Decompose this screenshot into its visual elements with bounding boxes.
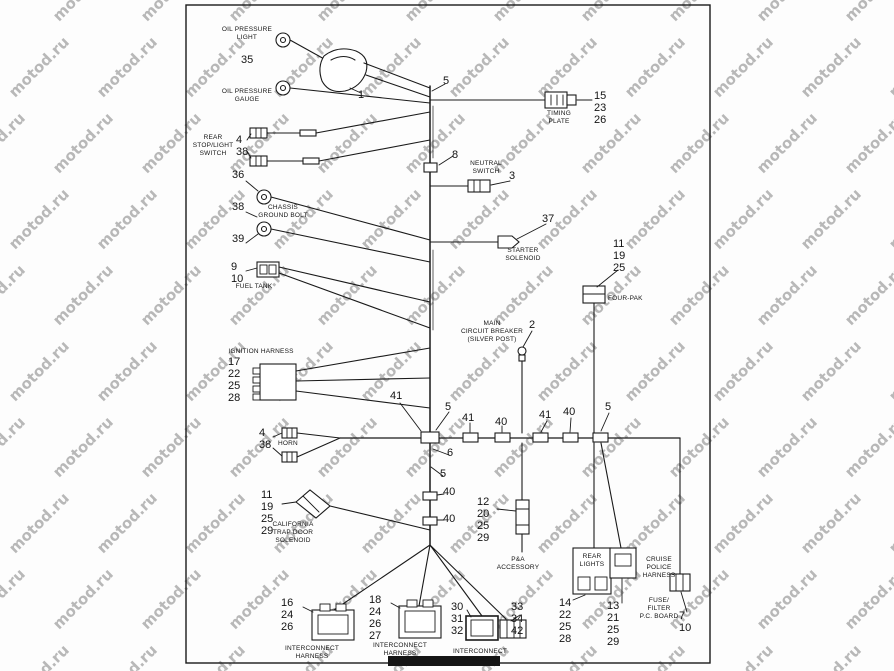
callout-41-a: 41 bbox=[390, 390, 403, 402]
callout-3: 3 bbox=[509, 170, 516, 182]
callout-5-c: 5 bbox=[605, 401, 612, 413]
oil-pressure-gauge-label: OIL PRESSURE GAUGE bbox=[221, 88, 273, 104]
interconnect-harness-label-1: INTERCONNECT HARNESS bbox=[284, 645, 340, 661]
horn-label: HORN bbox=[278, 440, 298, 447]
pa-accessory-connector bbox=[515, 442, 530, 553]
rear-lights-connector bbox=[572, 442, 612, 595]
cruise-harness-connector bbox=[600, 442, 637, 579]
callout-11-19-25: 11 19 25 bbox=[613, 238, 626, 274]
callout-38: 38 bbox=[232, 201, 245, 213]
callout-8: 8 bbox=[452, 149, 459, 161]
callout-37: 37 bbox=[542, 213, 555, 225]
callout-5-d: 5 bbox=[440, 468, 447, 480]
main-circuit-breaker-symbol bbox=[517, 346, 527, 434]
trunk-splices-below-bus bbox=[422, 491, 438, 526]
callout-40-b: 40 bbox=[563, 406, 576, 418]
timing-plate-connector bbox=[429, 91, 577, 109]
callout-14-22-25-28: 14 22 25 28 bbox=[559, 597, 572, 645]
accessory-bus-wire bbox=[339, 431, 681, 444]
california-trap-door-solenoid-label: CALIFORNIA TRAP DOOR SOLENOID bbox=[272, 521, 314, 545]
main-trunk-wire bbox=[429, 85, 434, 546]
horn-connectors bbox=[281, 427, 341, 463]
cable-boot bbox=[319, 48, 368, 93]
oil-pressure-light-label: OIL PRESSURE LIGHT bbox=[221, 26, 273, 42]
bottom-black-bar bbox=[388, 656, 500, 666]
callout-15-23-26: 15 23 26 bbox=[594, 90, 607, 126]
four-pak-label: FOUR-PAK bbox=[608, 295, 643, 302]
fuel-tank-label: FUEL TANK bbox=[235, 283, 273, 290]
ground-ring-terminals bbox=[256, 189, 431, 263]
callout-33-34-42: 33 34 42 bbox=[511, 601, 524, 637]
four-pak-connector bbox=[582, 285, 606, 434]
callout-16-24-26: 16 24 26 bbox=[281, 597, 294, 633]
oil-pressure-light-terminal bbox=[275, 32, 327, 61]
main-circuit-breaker-label: MAIN CIRCUIT BREAKER (SILVER POST) bbox=[460, 320, 524, 344]
interconnect-harness-label-3: INTERCONNECT HARNESS bbox=[452, 648, 508, 664]
rear-lights-label: REAR LIGHTS bbox=[579, 553, 605, 569]
callout-9-10: 9 10 bbox=[231, 261, 244, 285]
callout-41-b: 41 bbox=[462, 412, 475, 424]
california-solenoid-connector bbox=[295, 489, 431, 531]
callout-18-24-26-27: 18 24 26 27 bbox=[369, 594, 382, 642]
callout-41-c: 41 bbox=[539, 409, 552, 421]
stoplight-switch-connectors bbox=[249, 111, 431, 167]
fuel-tank-connector bbox=[256, 261, 431, 329]
starter-solenoid-label: STARTER SOLENOID bbox=[505, 247, 541, 263]
callout-40-c: 40 bbox=[443, 486, 456, 498]
oil-pressure-gauge-terminal bbox=[275, 80, 431, 104]
callout-30-31-32: 30 31 32 bbox=[451, 601, 464, 637]
cruise-police-harness-label: CRUISE POLICE HARNESS bbox=[642, 556, 676, 580]
neutral-switch-connector bbox=[429, 179, 491, 193]
callout-40-d: 40 bbox=[443, 513, 456, 525]
callout-6: 6 bbox=[447, 447, 454, 459]
fuse-filter-connector bbox=[669, 437, 691, 592]
callout-11-19-25-29: 11 19 25 29 bbox=[261, 489, 274, 537]
callout-17-22-25-28: 17 22 25 28 bbox=[228, 356, 241, 404]
callout-5-b: 5 bbox=[445, 401, 452, 413]
trunk-splice-connector bbox=[423, 162, 438, 173]
callout-13-21-25-29: 13 21 25 29 bbox=[607, 600, 620, 648]
chassis-ground-bolt-label: CHASSIS GROUND BOLT bbox=[258, 204, 308, 220]
timing-plate-label: TIMING PLATE bbox=[547, 110, 571, 126]
boot-to-trunk-wires bbox=[363, 62, 431, 98]
starter-solenoid-connector bbox=[429, 235, 520, 249]
callout-12-20-25-29: 12 20 25 29 bbox=[477, 496, 490, 544]
callout-leader-lines bbox=[245, 83, 688, 622]
interconnect-connectors bbox=[311, 544, 527, 641]
callout-40-a: 40 bbox=[495, 416, 508, 428]
callout-4-38-stoplight: 4 38 bbox=[236, 134, 249, 158]
callout-7-10: 7 10 bbox=[679, 610, 692, 634]
callout-2: 2 bbox=[529, 319, 536, 331]
ignition-harness-label: IGNITION HARNESS bbox=[228, 348, 294, 355]
callout-5-top: 5 bbox=[443, 75, 450, 87]
fuse-filter-pc-board-label: FUSE/ FILTER P.C. BOARD bbox=[639, 597, 679, 621]
callout-1: 1 bbox=[358, 89, 365, 101]
callout-36: 36 bbox=[232, 169, 245, 181]
rear-stoplight-switch-label: REAR STOP/LIGHT SWITCH bbox=[192, 134, 234, 158]
callout-39: 39 bbox=[232, 233, 245, 245]
callout-35: 35 bbox=[241, 54, 254, 66]
pa-accessory-label: P&A ACCESSORY bbox=[496, 556, 540, 572]
ignition-harness-connector bbox=[252, 347, 431, 409]
callout-4-38-horn: 4 38 bbox=[259, 427, 272, 451]
interconnect-harness-label-2: INTERCONNECT HARNESS bbox=[372, 642, 428, 658]
neutral-switch-label: NEUTRAL SWITCH bbox=[470, 160, 502, 176]
